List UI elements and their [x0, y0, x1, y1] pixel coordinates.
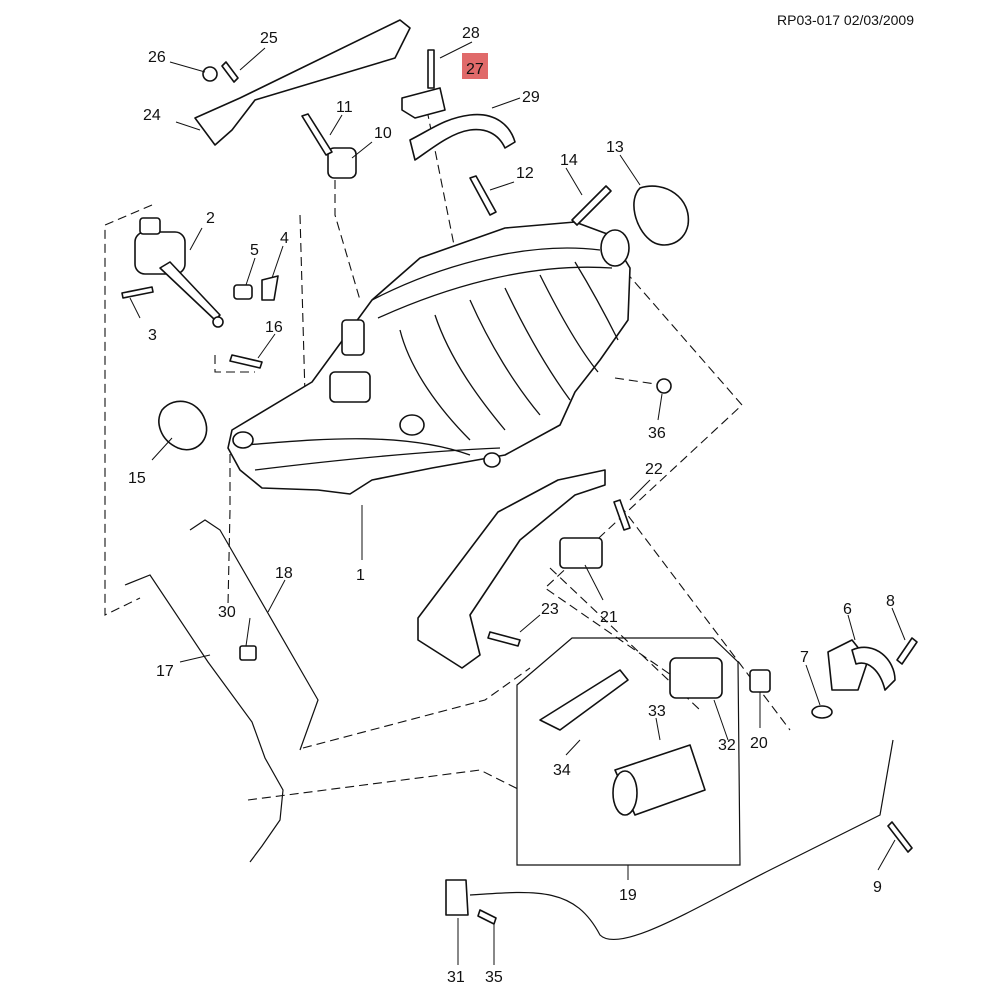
- callout-15: 15: [128, 470, 146, 487]
- callout-16: 16: [265, 319, 283, 336]
- callout-4: 4: [280, 230, 289, 247]
- callout-9: 9: [873, 879, 882, 896]
- gasket-13[interactable]: [633, 185, 690, 246]
- o-ring-7[interactable]: [811, 705, 833, 719]
- bracket-27[interactable]: [401, 87, 446, 119]
- callout-8: 8: [886, 593, 895, 610]
- connector-20[interactable]: [749, 669, 771, 693]
- callout-13: 13: [606, 139, 624, 156]
- clip-4[interactable]: [261, 275, 279, 301]
- callout-17: 17: [156, 663, 174, 680]
- callout-26: 26: [148, 49, 166, 66]
- brace-24[interactable]: [194, 19, 411, 146]
- callout-35: 35: [485, 969, 503, 986]
- solenoid-32[interactable]: [669, 657, 723, 699]
- callout-25: 25: [260, 30, 278, 47]
- highlight-marker: [462, 53, 488, 79]
- gasket-15[interactable]: [158, 400, 208, 451]
- bolt-16[interactable]: [229, 354, 263, 369]
- callout-28: 28: [462, 25, 480, 42]
- callout-3: 3: [148, 327, 157, 344]
- clip-10[interactable]: [327, 147, 357, 179]
- stud-11[interactable]: [301, 113, 333, 156]
- bushing-5[interactable]: [233, 284, 253, 300]
- flange-31[interactable]: [445, 879, 469, 916]
- callout-27: 27: [466, 61, 484, 78]
- callout-6: 6: [843, 601, 852, 618]
- callout-24: 24: [143, 107, 161, 124]
- bolt-8[interactable]: [896, 637, 918, 665]
- bolt-25[interactable]: [221, 61, 239, 83]
- drawing-reference: RP03-017 02/03/2009: [777, 12, 914, 28]
- vacuum-line-18[interactable]: [189, 519, 319, 751]
- stud-12[interactable]: [469, 175, 497, 216]
- callout-34: 34: [553, 762, 571, 779]
- callout-12: 12: [516, 165, 534, 182]
- leader-lines: [129, 41, 906, 965]
- callout-1: 1: [356, 567, 365, 584]
- callout-5: 5: [250, 242, 259, 259]
- mounting-bracket[interactable]: [417, 469, 606, 669]
- callout-10: 10: [374, 125, 392, 142]
- elbow-flange[interactable]: [827, 639, 896, 691]
- callout-21: 21: [600, 609, 618, 626]
- callout-31: 31: [447, 969, 465, 986]
- callout-32: 32: [718, 737, 736, 754]
- nut-26[interactable]: [202, 66, 218, 82]
- bolt-35[interactable]: [477, 909, 497, 925]
- hose-29[interactable]: [409, 113, 516, 161]
- callout-18: 18: [275, 565, 293, 582]
- strap-34[interactable]: [539, 669, 629, 731]
- clip-30[interactable]: [239, 645, 257, 661]
- bolt-22[interactable]: [613, 499, 631, 531]
- callout-7: 7: [800, 649, 809, 666]
- callout-30: 30: [218, 604, 236, 621]
- hose-line[interactable]: [469, 739, 894, 941]
- callout-labels: 1 2 3 4 5 6 7 8 9 10 11 12 13 14 15 16 1…: [128, 25, 895, 986]
- canister-33[interactable]: [612, 744, 706, 816]
- vacuum-line-17[interactable]: [124, 574, 284, 863]
- bolt-28[interactable]: [427, 49, 435, 89]
- purge-solenoid-group[interactable]: [516, 637, 741, 866]
- callout-29: 29: [522, 89, 540, 106]
- callout-20: 20: [750, 735, 768, 752]
- callout-2: 2: [206, 210, 215, 227]
- intake-manifold[interactable]: [227, 221, 631, 495]
- actuator-assembly[interactable]: [134, 217, 224, 328]
- callout-19: 19: [619, 887, 637, 904]
- bolt-3[interactable]: [121, 286, 154, 299]
- callout-22: 22: [645, 461, 663, 478]
- callout-11: 11: [336, 99, 353, 116]
- nut-36[interactable]: [656, 378, 672, 394]
- callout-23: 23: [541, 601, 559, 618]
- bolt-9[interactable]: [887, 821, 913, 853]
- callout-14: 14: [560, 152, 578, 169]
- callout-33: 33: [648, 703, 666, 720]
- stud-14[interactable]: [571, 185, 612, 226]
- bolt-23[interactable]: [487, 631, 521, 647]
- callout-36: 36: [648, 425, 666, 442]
